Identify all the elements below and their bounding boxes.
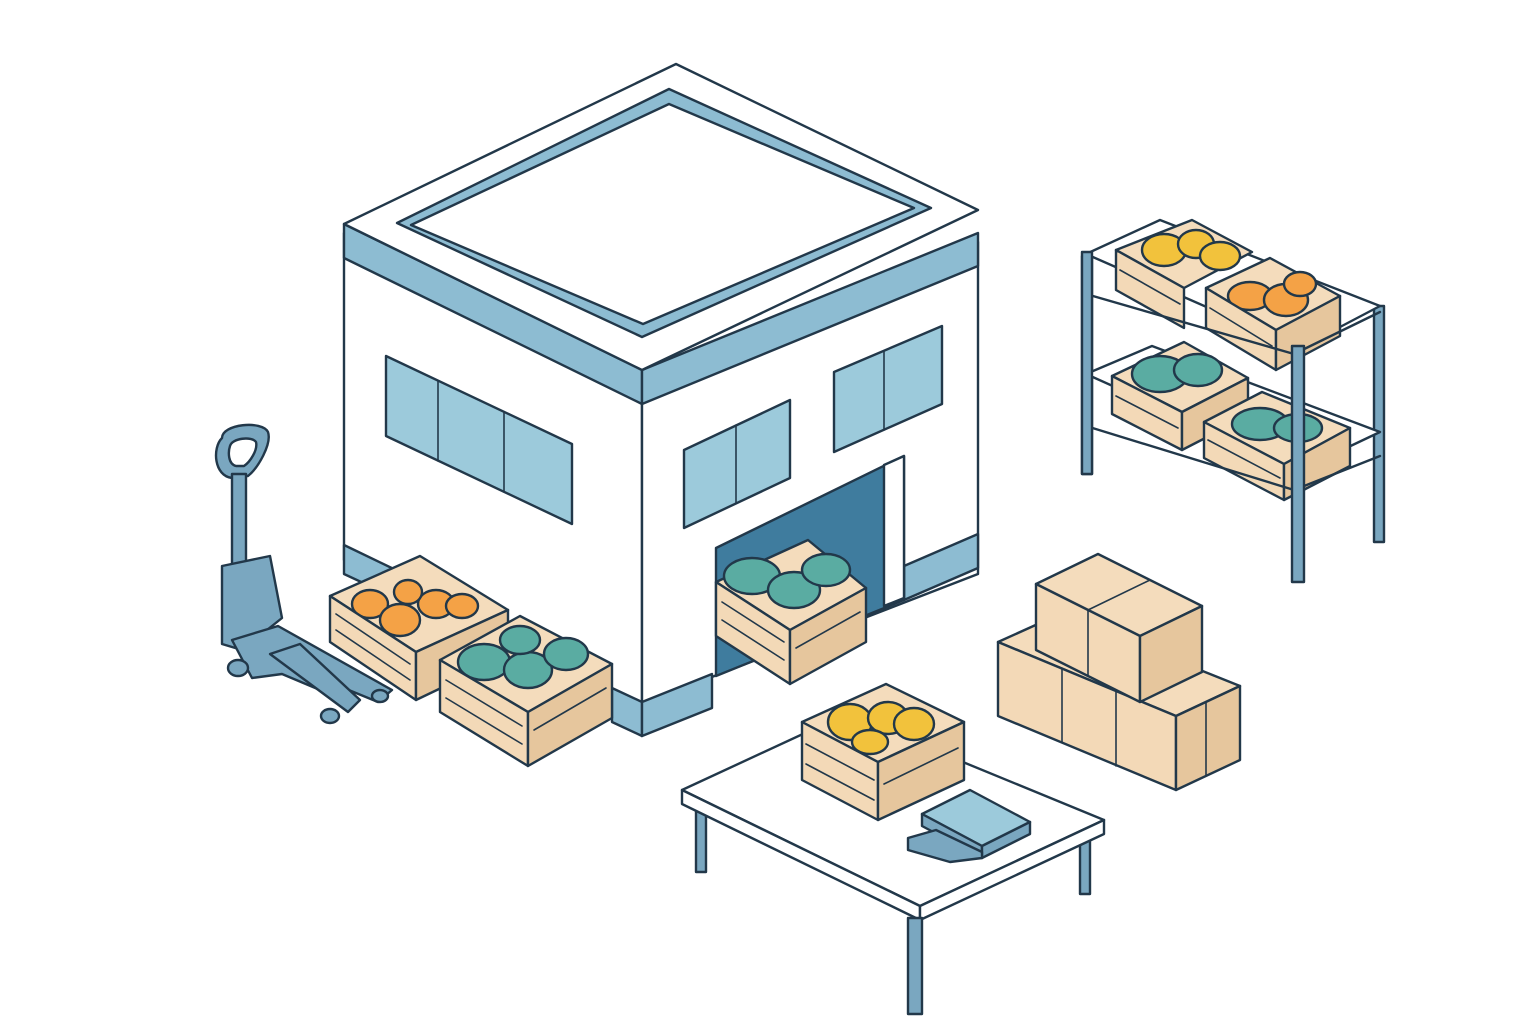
cardboard-box-stack <box>996 552 1242 792</box>
pallet-jack-wheel <box>370 688 390 704</box>
roof-inner-panel <box>409 102 916 326</box>
table-leg <box>906 916 924 1016</box>
pallet-jack <box>214 423 394 725</box>
produce-crate-doorway <box>714 538 868 686</box>
left-window <box>384 354 574 526</box>
packing-table <box>680 682 1106 1016</box>
storage-shelf <box>1080 218 1386 584</box>
loading-door-jamb <box>882 454 906 608</box>
weighing-scale <box>906 788 1032 864</box>
pallet-jack-wheel <box>226 658 250 678</box>
pallet-jack-wheel <box>319 707 341 725</box>
shelf-crate-yellow <box>1114 218 1254 330</box>
pallet-jack-shaft <box>230 472 248 574</box>
scale-display <box>906 828 984 864</box>
shelf-front-post <box>1290 344 1306 584</box>
shelf-crate-teal-left <box>1110 340 1250 452</box>
produce-crate-yellow <box>800 682 966 822</box>
right-window-upper <box>832 324 944 454</box>
produce-crate-teal <box>438 614 614 768</box>
right-window-lower <box>682 398 792 530</box>
roof-band-right <box>640 231 980 406</box>
base-band-front <box>640 672 714 738</box>
